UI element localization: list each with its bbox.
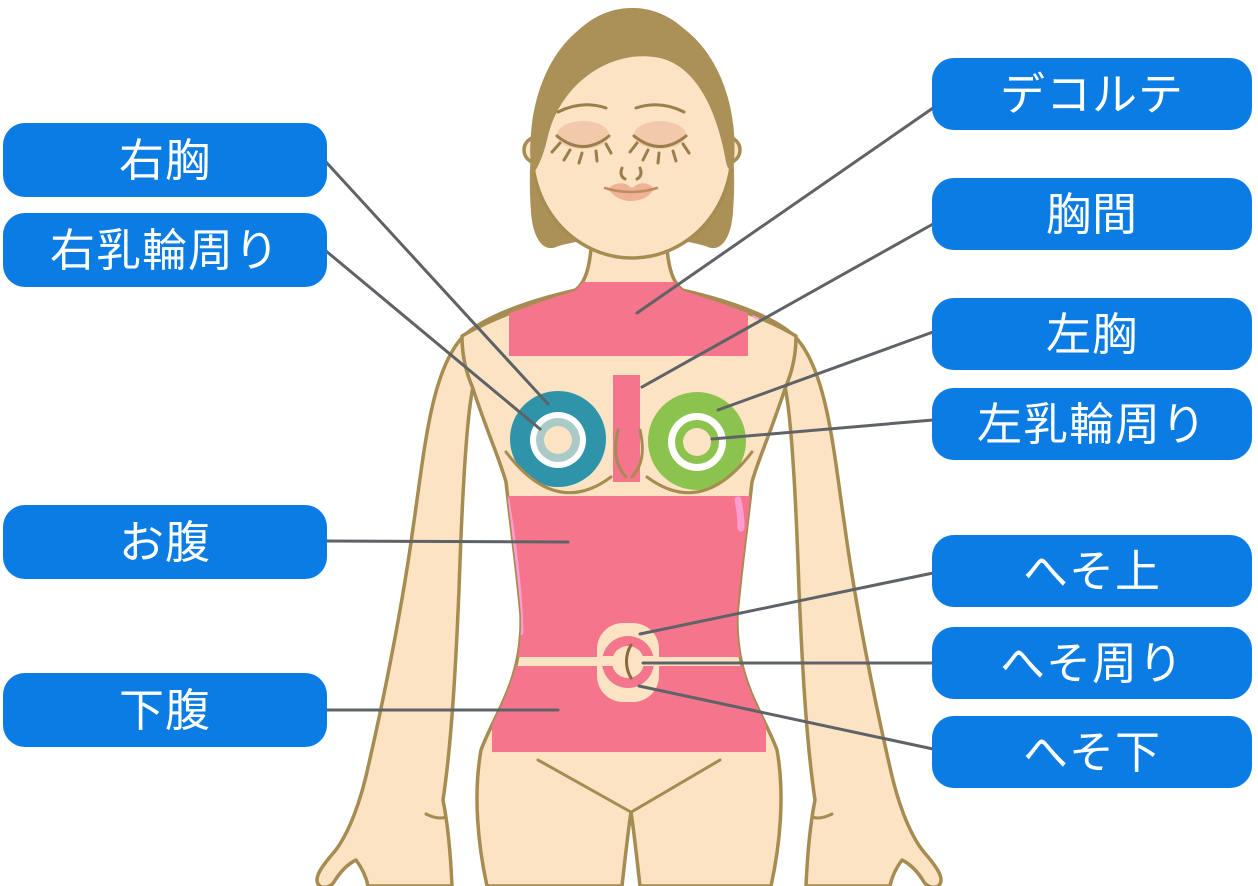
- leader-right-areola: [324, 249, 542, 431]
- left-wrist-crease: [424, 812, 448, 820]
- right-eyeshadow: [634, 121, 686, 149]
- left-eyebrow: [556, 103, 608, 114]
- left-groin-crease: [536, 758, 631, 813]
- leader-belly: [324, 539, 570, 544]
- right-underbreast-line: [504, 450, 613, 495]
- label-left-chest: 左胸: [932, 298, 1252, 370]
- right-closed-eye: [632, 134, 688, 148]
- leader-left-chest: [716, 330, 935, 412]
- right-groin-crease: [631, 758, 722, 813]
- zone-chest-center: [613, 375, 640, 482]
- cleavage-line-left: [614, 428, 628, 479]
- belly-side-highlight: [734, 496, 745, 532]
- leader-below-navel: [637, 684, 935, 751]
- label-chest-center: 胸間: [932, 178, 1252, 250]
- zone-decollete: [509, 282, 748, 356]
- left-breast-marker: [648, 392, 746, 490]
- left-closed-eye: [555, 134, 611, 148]
- left-areola-center: [683, 428, 711, 456]
- left-eyelashes: [550, 141, 613, 165]
- nose: [619, 166, 643, 181]
- label-around-navel: へそ周り: [932, 627, 1252, 699]
- hair-fringe: [530, 10, 735, 174]
- leader-above-navel: [638, 571, 935, 636]
- label-lower-abdomen: 下腹: [3, 673, 327, 747]
- leader-decollete: [635, 106, 935, 315]
- cleavage-line-right: [630, 428, 644, 479]
- leader-left-areola: [710, 418, 935, 441]
- left-eyeshadow: [557, 121, 609, 149]
- label-below-navel: へそ下: [932, 716, 1252, 788]
- label-right-areola: 右乳輪周り: [3, 213, 327, 287]
- leader-chest-center: [640, 222, 935, 389]
- right-breast-marker: [510, 391, 606, 487]
- right-areola-center: [544, 426, 572, 454]
- mouth-line: [603, 186, 659, 194]
- label-right-chest: 右胸: [3, 123, 327, 197]
- leader-lines: [324, 106, 935, 751]
- left-underbreast-line: [645, 450, 754, 495]
- right-eyelashes: [628, 141, 691, 165]
- label-decollete: デコルテ: [932, 58, 1252, 130]
- right-wrist-crease: [810, 812, 834, 820]
- right-eyebrow: [634, 103, 686, 114]
- label-left-areola: 左乳輪周り: [932, 388, 1252, 460]
- leader-right-chest: [324, 160, 550, 406]
- label-belly: お腹: [3, 505, 327, 579]
- label-above-navel: へそ上: [932, 535, 1252, 607]
- woman-figure: [315, 8, 943, 886]
- left-arm: [315, 288, 578, 886]
- navel-line: [625, 643, 633, 680]
